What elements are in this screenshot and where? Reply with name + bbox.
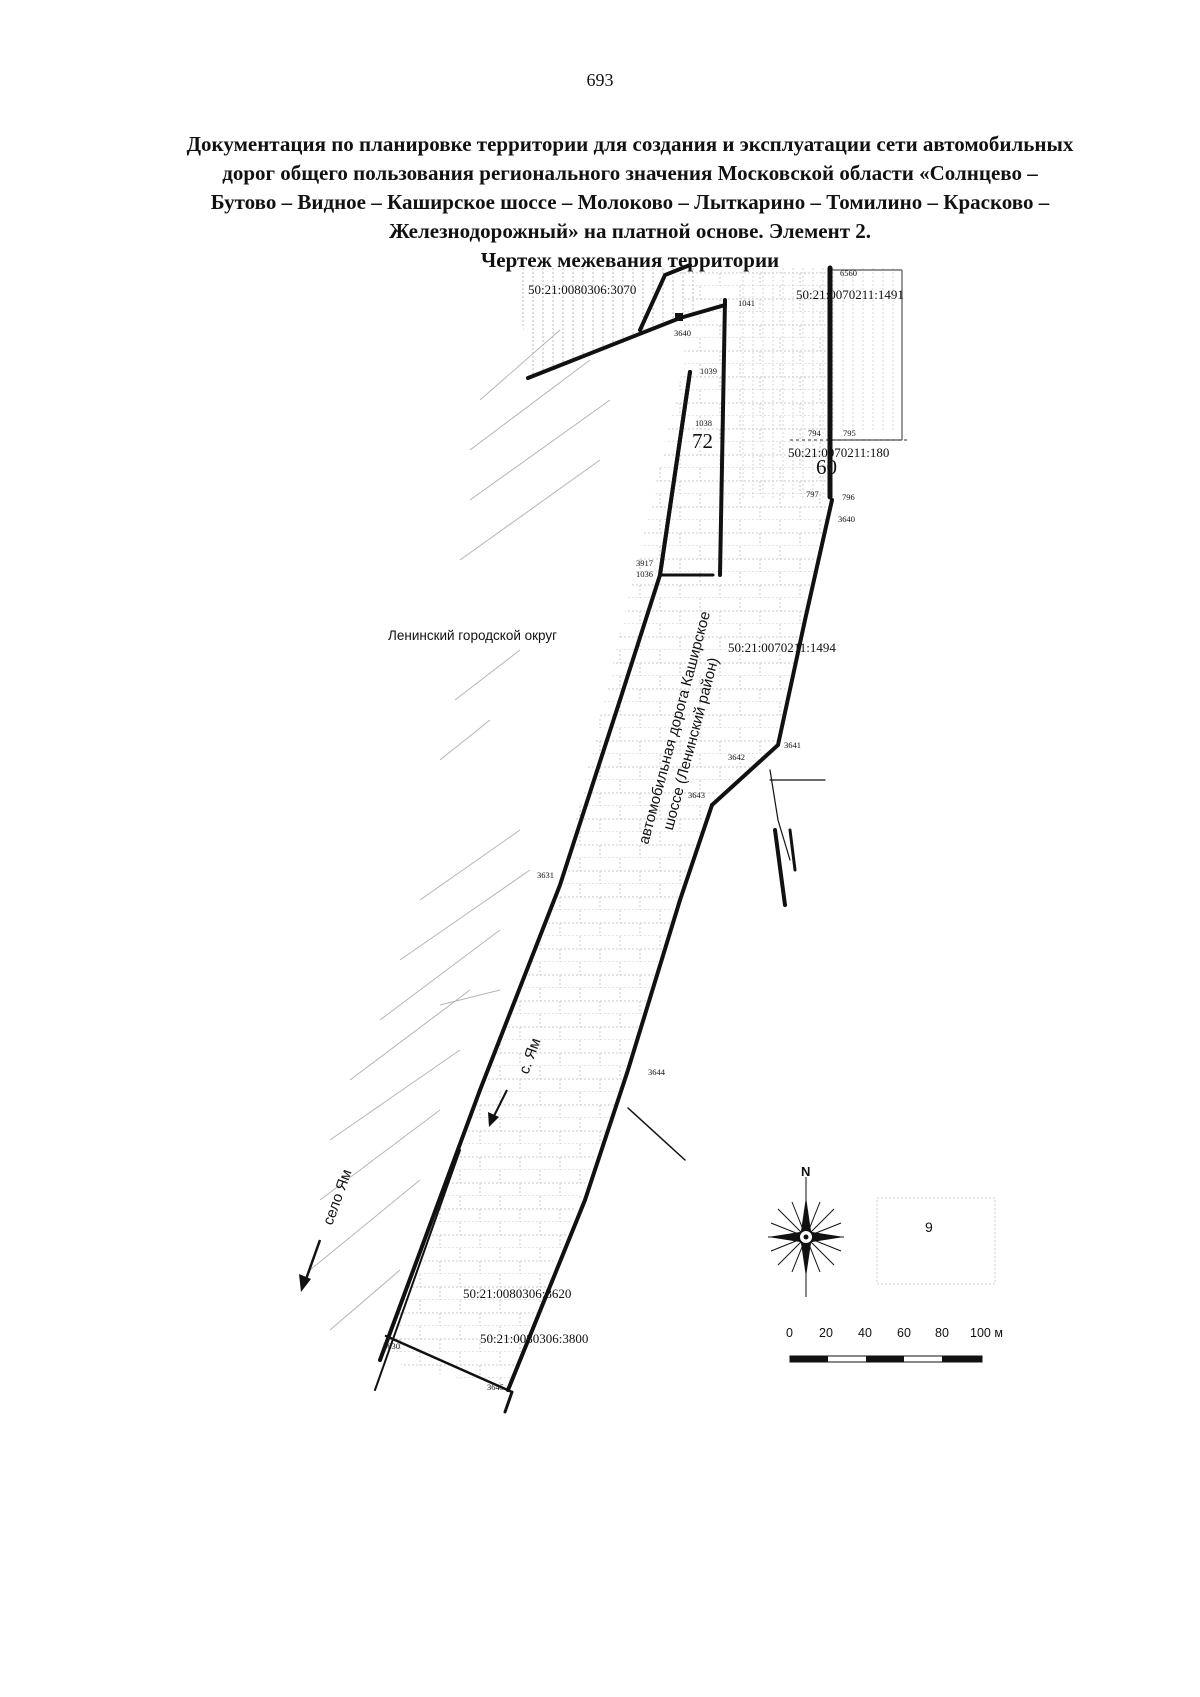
title-line: Бутово – Видное – Каширское шоссе – Моло… — [210, 190, 1050, 214]
point-number: 3644 — [648, 1067, 666, 1077]
direction-large: село Ям — [299, 1167, 356, 1292]
point-number: 795 — [843, 428, 856, 438]
road-corridor — [380, 270, 830, 1390]
point-number: 3645 — [487, 1382, 504, 1392]
zone-number: 9 — [925, 1219, 933, 1235]
boundary-bottom — [384, 1334, 514, 1394]
point-number: 1041 — [738, 298, 755, 308]
parcel-label: 50:21:0070211:1494 — [728, 640, 836, 655]
scale-tick-label: 40 — [858, 1326, 872, 1340]
parcel-label: 50:21:0080306:3070 — [528, 282, 636, 297]
parcel-label: 50:21:0070211:1491 — [796, 287, 904, 302]
point-number: 3631 — [537, 870, 554, 880]
point-number: 794 — [808, 428, 822, 438]
side-road-curve — [769, 769, 791, 861]
point-number: 3642 — [728, 752, 745, 762]
point-number: 1039 — [700, 366, 717, 376]
parcel-label: 50:21:0070211:180 — [788, 445, 889, 460]
scale-tick-label: 0 — [786, 1326, 793, 1340]
point-labels: 1041 3640 1039 1038 3917 1036 6560 794 7… — [383, 268, 857, 1392]
boundary-inner-right — [718, 298, 727, 577]
page-number: 693 — [586, 70, 614, 90]
point-number: 3643 — [688, 790, 705, 800]
title-line: дорог общего пользования регионального з… — [222, 161, 1038, 185]
boundary-bottom-east — [503, 1390, 514, 1414]
compass-rose-icon — [768, 1177, 844, 1297]
side-road-mark — [773, 828, 787, 907]
title-line: Документация по планировке территории дл… — [186, 132, 1074, 156]
scale-bar — [789, 1355, 983, 1363]
point-number: 3641 — [784, 740, 801, 750]
document-title: Документация по планировке территории дл… — [60, 130, 1200, 275]
boundary-east-lower — [506, 803, 714, 1392]
point-number: 3640 — [838, 514, 855, 524]
terrain-hatching — [309, 329, 611, 1331]
boundary-top-wedge — [638, 263, 692, 332]
zone-number: 60 — [816, 455, 837, 479]
scale-tick-label: 100 м — [970, 1326, 1003, 1340]
parcel-label: 50:21:0080306:3620 — [463, 1286, 571, 1301]
compass-north-label: N — [801, 1164, 810, 1179]
point-number: 3640 — [674, 328, 691, 338]
point-number: 6560 — [840, 268, 857, 278]
zone-box — [876, 1197, 996, 1285]
zone-number: 72 — [692, 429, 713, 453]
point-number: 797 — [806, 489, 819, 499]
district-label: Ленинский городской округ — [388, 628, 557, 643]
direction-large-label: село Ям — [320, 1167, 356, 1227]
side-road-mark — [788, 828, 797, 872]
parcel-boundary-dashed — [832, 269, 903, 441]
scale-labels: 0 20 40 60 80 100 м — [786, 1326, 1003, 1340]
point-number: 796 — [842, 492, 855, 502]
side-road — [627, 1107, 686, 1161]
point-marker — [675, 313, 683, 321]
point-number: 1036 — [636, 569, 653, 579]
point-number: 3917 — [636, 558, 653, 568]
boundary-west-double — [374, 1149, 461, 1391]
title-line: Железнодорожный» на платной основе. Элем… — [388, 219, 872, 243]
boundary-east — [710, 498, 834, 807]
scale-tick-label: 80 — [935, 1326, 949, 1340]
boundary-west — [378, 370, 692, 1362]
scale-tick-label: 20 — [819, 1326, 833, 1340]
scale-tick-label: 60 — [897, 1326, 911, 1340]
point-number: 1038 — [695, 418, 712, 428]
point-number: 3630 — [383, 1341, 400, 1351]
parcel-label: 50:21:0080306:3800 — [480, 1331, 588, 1346]
